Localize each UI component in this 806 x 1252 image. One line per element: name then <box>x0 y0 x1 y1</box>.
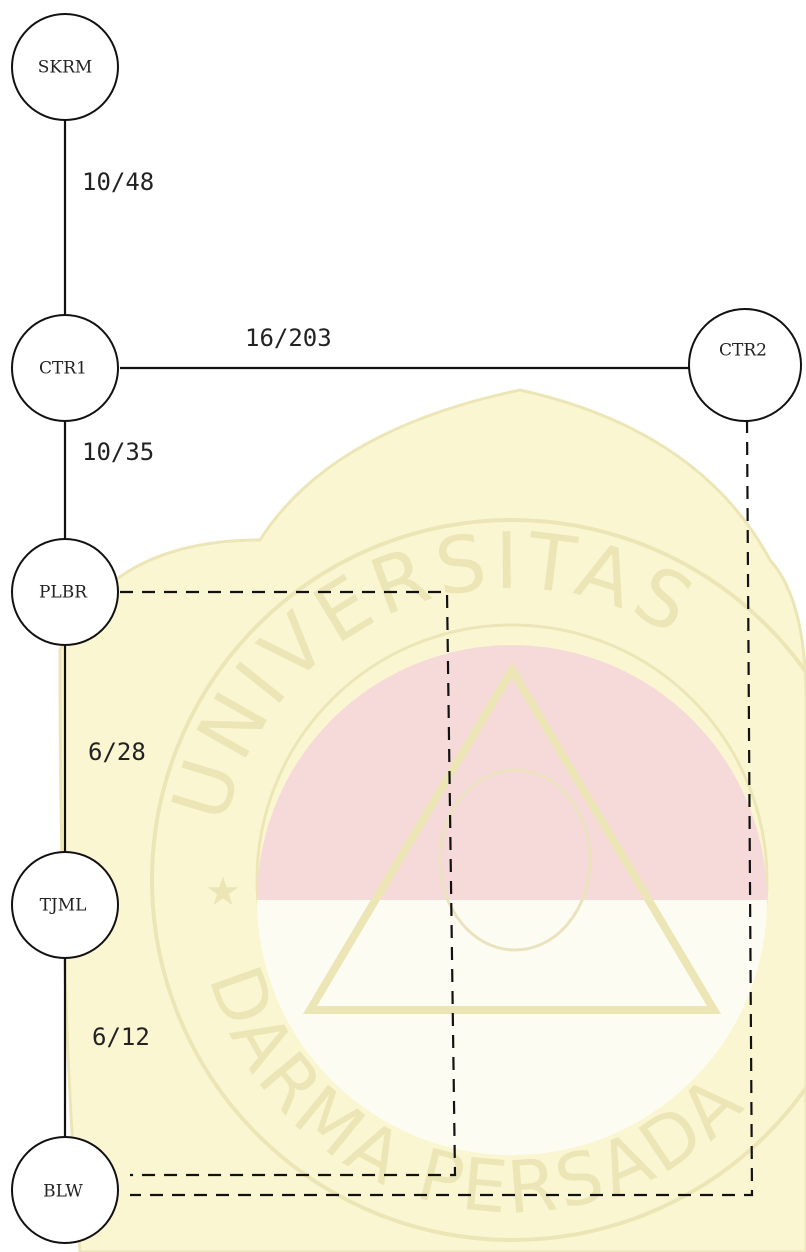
emblem-star-icon: ★ <box>205 869 241 915</box>
emblem-red-half <box>257 645 767 900</box>
node-ctr2: CTR2 <box>688 308 802 422</box>
link-label-ctr1-ctr2: 16/203 <box>245 324 332 352</box>
node-blw: BLW <box>11 1136 119 1244</box>
emblem-triangle <box>302 662 722 1014</box>
emblem-figure <box>438 768 592 952</box>
link-label-ctr1-plbr: 10/35 <box>82 438 154 466</box>
university-emblem-watermark: ★ UNIVERSITAS DARMA PERSADA <box>58 388 806 1252</box>
node-ctr1: CTR1 <box>11 314 119 422</box>
emblem-outer-ring <box>150 518 806 1242</box>
dashed-link-plbr-blw <box>120 590 457 1177</box>
link-label-tjml-blw: 6/12 <box>92 1023 150 1051</box>
dashed-link-ctr2-blw <box>130 419 754 1197</box>
node-label-skrm: SKRM <box>38 58 93 78</box>
node-tjml: TJML <box>11 851 119 959</box>
link-label-plbr-tjml: 6/28 <box>88 738 146 766</box>
node-label-ctr1: CTR1 <box>39 359 87 379</box>
emblem-white-half <box>257 900 767 1155</box>
node-label-plbr: PLBR <box>39 583 88 603</box>
node-skrm: SKRM <box>11 13 119 121</box>
node-label-blw: BLW <box>43 1182 83 1202</box>
node-plbr: PLBR <box>11 538 119 646</box>
link-label-skrm-ctr1: 10/48 <box>82 168 154 196</box>
node-label-ctr2: CTR2 <box>719 341 767 361</box>
node-label-tjml: TJML <box>40 896 87 916</box>
